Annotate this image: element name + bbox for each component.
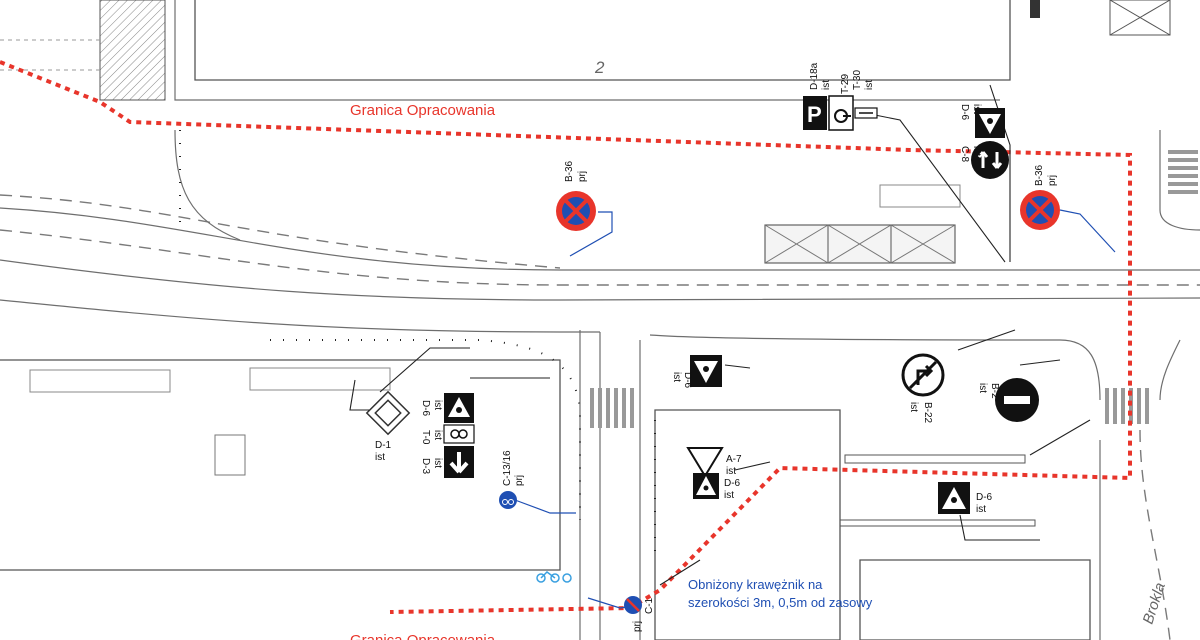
sign-status: ist: [432, 430, 443, 440]
street-kerb-south: [0, 259, 1200, 301]
parking-sign-icon[interactable]: P: [803, 96, 827, 130]
sign-code: C-8: [959, 146, 970, 163]
sign-code: T-30: [852, 70, 863, 90]
one-way-sign-icon[interactable]: [444, 446, 474, 478]
sign-status: ist: [977, 383, 988, 393]
disabled-parking-bays: [764, 224, 956, 264]
building-outline-top: [194, 0, 1011, 81]
give-way-sign-icon[interactable]: [686, 447, 724, 478]
no-stopping-sign-icon[interactable]: [1020, 190, 1060, 230]
sign-status: ist: [726, 466, 736, 477]
pedestrian-crossing-sign-icon[interactable]: [690, 355, 722, 387]
sign-status: ist: [821, 80, 832, 90]
sign-status: ist: [375, 452, 385, 463]
pedestrian-crossing-sign-icon[interactable]: [975, 108, 1005, 138]
building-outline-centre: [654, 409, 841, 640]
street-centre-line: [0, 229, 1200, 286]
street-name: Brokla: [1140, 581, 1169, 627]
sign-status: ist: [971, 146, 982, 156]
sign-code: D-6: [976, 492, 993, 503]
sign-status: ist: [908, 402, 919, 412]
sign-status: ist: [724, 490, 734, 501]
boundary-label-top: Granica Opracowania: [350, 102, 496, 119]
sign-status: ist: [671, 372, 682, 382]
sign-code: T-0: [420, 430, 431, 445]
sign-code: D-3: [420, 458, 431, 475]
sign-code: D-18a: [809, 62, 820, 90]
boundary-label-bottom: Granica Opracowania: [350, 632, 496, 640]
sign-code: D-6: [420, 400, 431, 417]
plot-number: 2: [594, 58, 605, 77]
annotation-line-1: Obniżony krawężnik na: [688, 577, 823, 592]
sign-code: B-2: [989, 383, 1000, 399]
sign-code: B-36: [564, 160, 575, 182]
bicycle-marking-icon: [536, 571, 572, 583]
sign-code: D-1: [375, 440, 392, 451]
svg-text:P: P: [807, 102, 822, 127]
no-right-turn-sign-icon[interactable]: [901, 353, 945, 397]
sign-status: ist: [432, 400, 443, 410]
sign-status: ist: [864, 80, 875, 90]
pedestrian-crossing-sign-icon[interactable]: [938, 482, 970, 514]
sign-status: prj: [1047, 175, 1058, 186]
building-outline-left: [0, 359, 561, 571]
sign-code: D-6: [682, 372, 693, 389]
pedestrian-crossing-sign-icon[interactable]: [444, 393, 474, 423]
pedestrian-crossing-centre: [590, 388, 634, 428]
priority-road-sign-icon[interactable]: [365, 390, 411, 436]
study-boundary: [0, 60, 1132, 614]
pedestrian-crossing-top-right: [1168, 150, 1198, 194]
sign-status: ist: [432, 458, 443, 468]
street-kerb-north: [0, 207, 1200, 271]
sign-status: prj: [514, 475, 525, 486]
sign-code: D-6: [959, 104, 970, 121]
wheelchair-plate-icon[interactable]: [828, 95, 854, 131]
supplementary-plate-icon[interactable]: [443, 424, 475, 444]
annotation-line-2: szerokości 3m, 0,5m od zasowy: [688, 595, 873, 610]
distance-plate-icon[interactable]: [854, 107, 878, 119]
sign-code: B-36: [1034, 164, 1045, 186]
no-stopping-sign-icon[interactable]: [556, 191, 596, 231]
sign-status: ist: [971, 104, 982, 114]
sign-code: T-29: [840, 74, 851, 94]
sign-status: ist: [976, 504, 986, 515]
sign-status: prj: [632, 621, 643, 632]
sign-code: C-1: [644, 597, 655, 614]
no-entry-sign-icon[interactable]: [995, 378, 1039, 422]
sign-code: A-7: [726, 454, 742, 465]
sign-status: prj: [577, 171, 588, 182]
sign-code: B-22: [922, 402, 933, 424]
pedestrian-crossing-sign-icon[interactable]: [693, 473, 719, 499]
pedestrian-crossing-right: [1105, 388, 1149, 424]
roundabout-keep-sign-icon[interactable]: [971, 141, 1009, 179]
sign-code: D-6: [724, 478, 741, 489]
cycle-path-sign-icon[interactable]: [624, 596, 642, 614]
sign-code: C-13/16: [502, 450, 513, 486]
hatched-building-edge: [99, 0, 166, 101]
cycle-path-sign-icon[interactable]: [499, 491, 517, 509]
